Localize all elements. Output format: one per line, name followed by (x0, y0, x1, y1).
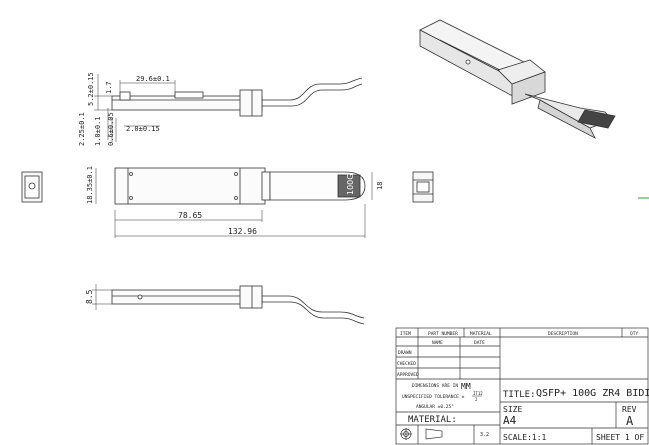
projection-symbol (400, 428, 443, 440)
row-checked: CHECKED (397, 361, 416, 367)
hdr-material: MATERIAL (470, 331, 492, 337)
row-drawn: DRAWN (398, 350, 412, 356)
hdr-description: DESCRIPTION (548, 331, 578, 337)
angular-note: ANGULAR ±0.25° (416, 404, 454, 410)
dim-1-7: 1.7 (105, 81, 113, 94)
dim-132-96: 132.96 (228, 227, 257, 236)
top-view (95, 167, 373, 238)
hdr-qty: QTY (630, 331, 638, 337)
tolerance-num: IT12 (473, 391, 483, 396)
sheet: SHEET 1 OF 1 (596, 433, 649, 442)
side-view-top (94, 74, 363, 142)
tolerance-note: UNSPECIFIED TOLERANCE ± (402, 394, 465, 400)
dim-8-5: 8.5 (85, 289, 94, 304)
title-block (395, 327, 649, 445)
dim-2-0: 2.0±0.15 (126, 125, 160, 133)
dim-1-0: 1.0±0.1 (94, 116, 102, 146)
rev-value: A (626, 414, 634, 428)
surface-finish: 3.2 (480, 432, 489, 438)
end-view-right (412, 171, 434, 203)
end-view-left (21, 171, 43, 203)
dim-18: 18 (376, 182, 384, 190)
scale: SCALE:1:1 (503, 433, 547, 442)
dim-78-65: 78.65 (178, 211, 202, 220)
hdr-date: DATE (474, 340, 485, 346)
title-label: TITLE: (503, 390, 536, 400)
dim-2-25: 2.25±0.1 (78, 112, 86, 146)
material-label: MATERIAL: (408, 415, 457, 425)
dim-5-2: 5.2±0.15 (87, 72, 95, 106)
isometric-view (419, 19, 616, 139)
hdr-item: ITEM (400, 331, 411, 337)
dim-29-6: 29.6±0.1 (136, 75, 170, 83)
size-label: SIZE (503, 405, 522, 414)
pull-tab-label: 100G (346, 174, 355, 195)
dims-unit: MM (461, 382, 471, 391)
dims-note: DIMENSIONS ARE IN (412, 383, 458, 389)
title-value: QSFP+ 100G ZR4 BIDI (536, 388, 649, 399)
size-value: A4 (503, 414, 517, 427)
hdr-name: NAME (432, 340, 443, 346)
row-approved: APPROVED (397, 372, 419, 378)
hdr-part-number: PART NUMBER (428, 331, 458, 337)
side-view-bottom (92, 284, 365, 325)
rev-label: REV (622, 405, 637, 414)
dim-0-6: 0.6±0.05 (107, 112, 115, 146)
tolerance-den: 2 (475, 397, 478, 402)
dim-18-35: 18.35±0.1 (86, 166, 94, 204)
